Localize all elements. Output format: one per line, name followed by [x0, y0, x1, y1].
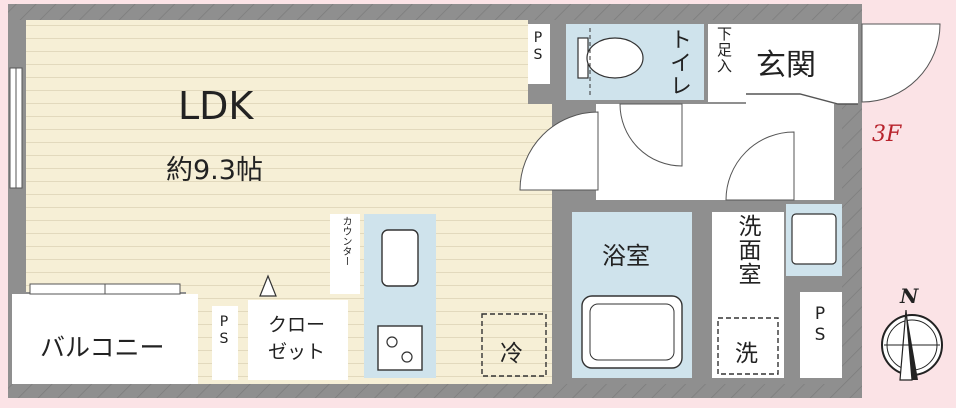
ps-left [212, 306, 238, 380]
counter [330, 214, 360, 294]
bath-label: 浴室 [602, 242, 650, 270]
toilet-label: トイレ [666, 28, 691, 97]
closet-label: クローゼット [268, 314, 326, 363]
shoe-box [708, 24, 746, 102]
shoe-box-label: 下足入 [715, 26, 733, 74]
fridge-label: 冷 [500, 341, 523, 367]
closet [248, 300, 348, 380]
ps-label-right: PS [810, 304, 830, 346]
ps-label-top: PS [530, 30, 546, 64]
ps-label-left: PS [216, 314, 232, 348]
ps-right [800, 292, 842, 378]
ldk-label: LDK [178, 84, 254, 128]
washer-label: 洗 [735, 341, 758, 367]
entrance-floor [746, 24, 858, 104]
ldk-floor [26, 20, 528, 292]
balcony [12, 294, 198, 384]
washroom [712, 212, 784, 378]
ps-top [528, 24, 550, 84]
balcony-label: バルコニー [40, 333, 165, 362]
counter-label: カウンター [340, 216, 351, 266]
ldk-size-label: 約9.3帖 [166, 155, 263, 186]
compass-icon [881, 309, 943, 381]
washroom-label: 洗面室 [734, 214, 760, 286]
genkan-label: 玄関 [756, 48, 816, 83]
floor-label: 3F [872, 122, 902, 147]
compass-north-label: N [900, 284, 919, 308]
